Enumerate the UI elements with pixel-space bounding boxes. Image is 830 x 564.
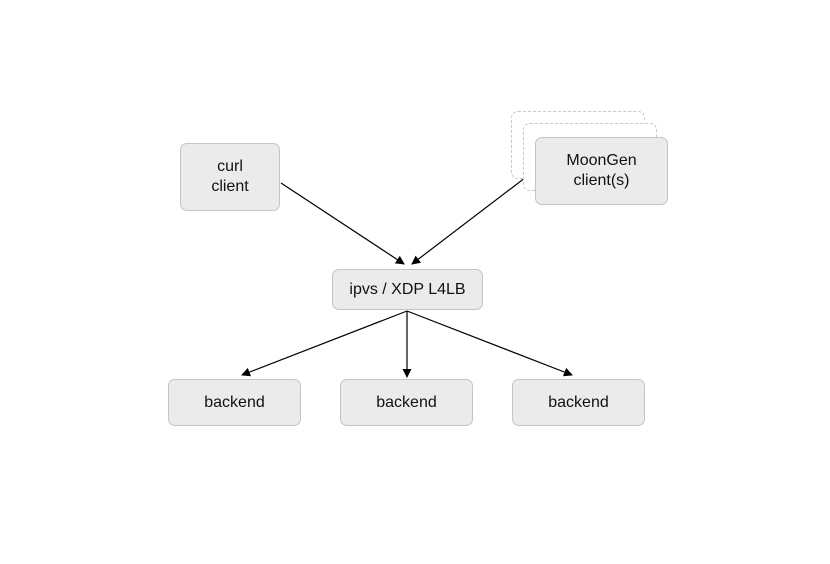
backend-label-2: backend [376, 393, 437, 411]
load-balancer-node: ipvs / XDP L4LB [332, 269, 483, 310]
backend-node-3: backend [512, 379, 645, 426]
edge-lb-to-backend-3 [406, 310, 573, 377]
curl-client-label: curl client [211, 158, 249, 195]
edge-curl-to-lb [280, 182, 405, 265]
load-balancer-label: ipvs / XDP L4LB [349, 280, 466, 298]
moongen-client-label: MoonGen client(s) [566, 152, 637, 189]
curl-client-node: curl client [180, 143, 280, 211]
backend-label-3: backend [548, 393, 609, 411]
backend-label-1: backend [204, 393, 265, 411]
moongen-client-node: MoonGen client(s) [535, 137, 668, 205]
backend-node-2: backend [340, 379, 473, 426]
backend-node-1: backend [168, 379, 301, 426]
edge-lb-to-backend-1 [241, 310, 408, 377]
edge-moongen-to-lb [411, 170, 535, 265]
